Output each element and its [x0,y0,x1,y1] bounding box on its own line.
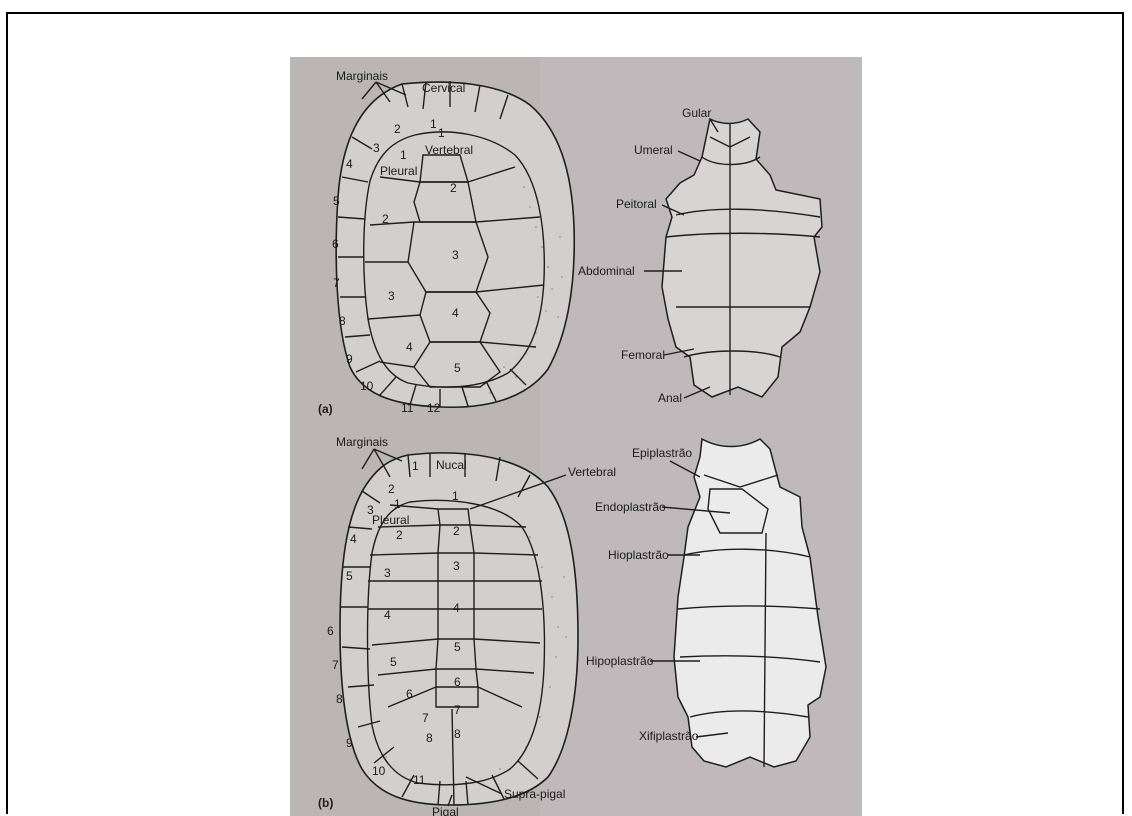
label-xifiplastrao: Xifiplastrão [639,729,699,743]
label-b-pleural: Pleural [372,513,409,527]
carapace-b [340,453,578,805]
pleural-a-num-1: 1 [400,148,407,162]
label-peitoral: Peitoral [616,197,657,211]
vertebral-a-num-5: 5 [454,361,461,375]
pleural-b-num-4: 4 [384,608,391,622]
vertebral-a-num-1: 1 [438,126,445,140]
label-gular: Gular [682,106,711,120]
label-a-pleural: Pleural [380,164,417,178]
pleural-b-num-3: 3 [384,566,391,580]
label-anal: Anal [658,391,682,405]
vertebral-a-num-2: 2 [450,181,457,195]
label-femoral: Femoral [621,348,665,362]
marginal-a-1: 1 [430,117,437,131]
label-abdominal: Abdominal [578,264,635,278]
vertebral-b-num-6: 6 [454,675,461,689]
marginal-b-7: 7 [332,658,339,672]
marginal-a-10: 10 [360,379,374,393]
vertebral-b-num-7: 7 [454,703,461,717]
label-endoplastrao: Endoplastrão [595,500,666,514]
marginal-b-5: 5 [346,569,353,583]
marginal-b-4: 4 [350,532,357,546]
turtle-shell-diagram: Marginais Cervical Vertebral Pleural 1 2… [290,57,862,816]
marginal-a-12: 12 [427,401,441,415]
label-b-marginais: Marginais [336,435,388,449]
pleural-b-num-5: 5 [390,655,397,669]
marginal-b-6: 6 [327,624,334,638]
vertebral-b-num-5: 5 [454,640,461,654]
pleural-b-num-7: 7 [422,711,429,725]
marginal-a-2: 2 [394,122,401,136]
label-a-marginais: Marginais [336,69,388,83]
pleural-a-num-4: 4 [406,340,413,354]
marginal-a-8: 8 [339,314,346,328]
label-b-supra-pigal: Supra-pigal [504,787,565,801]
vertebral-b-num-4: 4 [453,601,460,615]
panel-label-b: (b) [318,796,333,810]
marginal-a-9: 9 [346,352,353,366]
pleural-a-num-2: 2 [382,212,389,226]
carapace-b-outline [340,453,578,805]
marginal-a-4: 4 [346,157,353,171]
carapace-a [336,81,574,407]
marginal-a-11: 11 [401,401,414,415]
vertebral-a-num-3: 3 [452,248,459,262]
marginal-b-8: 8 [336,692,343,706]
vertebral-b-num-8: 8 [454,727,461,741]
marginal-a-5: 5 [333,194,340,208]
label-umeral: Umeral [634,143,673,157]
vertebral-b-num-3: 3 [453,559,460,573]
label-epiplastrao: Epiplastrão [632,446,692,460]
marginal-a-3: 3 [373,141,380,155]
vertebral-b-num-2: 2 [453,524,460,538]
marginal-b-9: 9 [346,736,353,750]
label-a-cervical: Cervical [422,81,465,95]
panel-label-a: (a) [318,402,333,416]
pleural-b-num-8: 8 [426,731,433,745]
turtle-shell-figure: Marginais Cervical Vertebral Pleural 1 2… [290,57,862,816]
pleural-b-num-6: 6 [406,687,413,701]
marginal-b-1: 1 [412,459,419,473]
vertebral-a-num-4: 4 [452,306,459,320]
carapace-a-outline [336,82,574,407]
label-b-nucal: Nucal [436,458,467,472]
marginal-a-7: 7 [333,276,340,290]
pleural-b-num-1: 1 [394,497,401,511]
label-b-pigal: Pigal [432,805,459,816]
marginal-b-11: 11 [413,773,426,787]
pleural-b-num-2: 2 [396,528,403,542]
marginal-a-6: 6 [332,237,339,251]
label-hioplastrao: Hioplastrão [608,548,669,562]
pleural-a-num-3: 3 [388,289,395,303]
marginal-b-10: 10 [372,764,386,778]
label-b-vertebral: Vertebral [568,465,616,479]
label-hipoplastrao: Hipoplastrão [586,654,654,668]
label-a-vertebral: Vertebral [425,143,473,157]
vertebral-b-num-1: 1 [452,489,459,503]
marginal-b-2: 2 [388,482,395,496]
marginal-b-3: 3 [367,503,374,517]
